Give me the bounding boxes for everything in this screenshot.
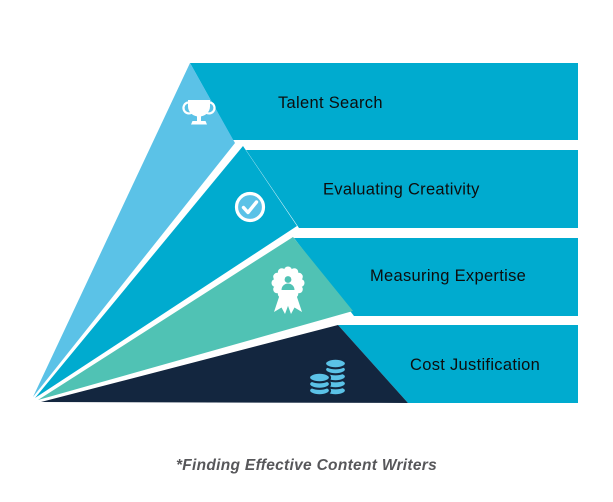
segment-label: Talent Search [278, 94, 383, 112]
trophy-icon [182, 100, 216, 125]
footnote: *Finding Effective Content Writers [175, 457, 438, 474]
bar-shape [246, 150, 578, 228]
award-ribbon-icon [271, 266, 305, 314]
bar-shape [294, 238, 578, 316]
segment-measuring-expertise: Measuring Expertise [38, 237, 578, 400]
check-circle-icon [234, 191, 266, 223]
segment-label: Cost Justification [410, 356, 540, 374]
segment-evaluating-creativity: Evaluating Creativity [35, 146, 578, 398]
wedge-shape [33, 63, 235, 397]
bar-shape [190, 63, 578, 140]
coins-icon [307, 357, 348, 397]
wedge-shape [35, 146, 297, 398]
segment-talent-search: Talent Search [33, 63, 578, 397]
segment-label: Evaluating Creativity [323, 181, 480, 199]
bar-shape [338, 325, 578, 403]
person-silhouette [284, 276, 292, 283]
segment-label: Measuring Expertise [370, 267, 526, 285]
segment-cost-justification: Cost Justification [41, 325, 578, 403]
